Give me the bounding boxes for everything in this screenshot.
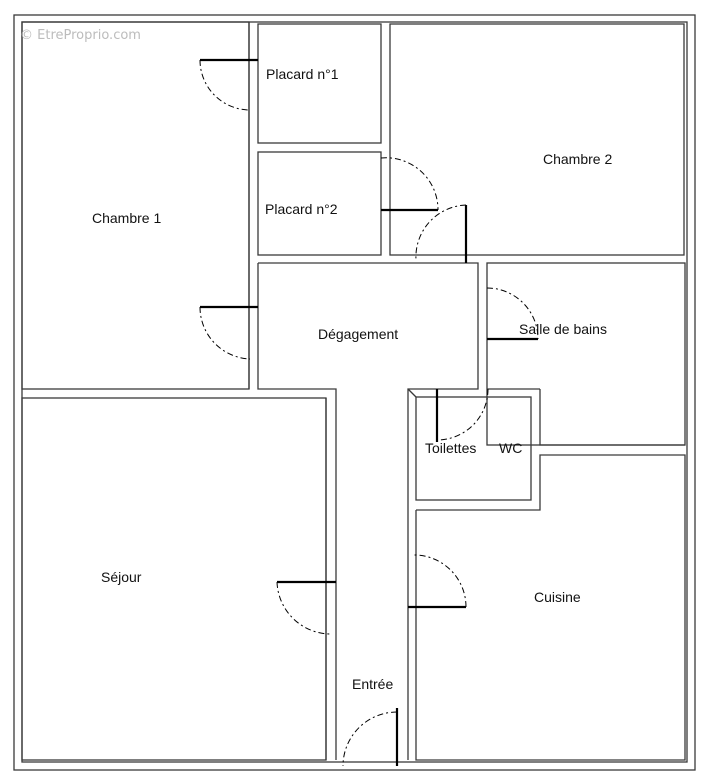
label-chambre-1: Chambre 1 [92,210,161,226]
salle-de-bains-outline [486,262,686,446]
bath-lower-wall [539,389,685,446]
label-placard-2: Placard n°2 [265,201,338,217]
placard-1-outline [257,23,382,144]
label-chambre-2: Chambre 2 [543,151,612,167]
watermark-text: © EtreProprio.com [20,28,141,43]
door-toilettes [435,388,489,442]
placard-2-outline [257,151,382,256]
label-cuisine: Cuisine [534,589,581,605]
label-placard-1: Placard n°1 [266,66,339,82]
toilettes-outline [415,396,532,501]
chambre-1-outline [21,21,250,390]
cuisine-outline [415,454,686,761]
door-chambre-2 [415,204,468,263]
chambre-2-outline [389,23,685,256]
door-chambre-1 [199,305,258,360]
degagement-outline [258,262,479,760]
label-wc: WC [499,440,522,456]
degagement-left-wall [257,263,337,760]
door-cuisine [408,554,467,609]
label-entree: Entrée [352,676,393,692]
sejour-outline [21,397,327,761]
label-toilettes: Toilettes [425,440,476,456]
label-sejour: Séjour [101,569,142,585]
outer-wall [13,14,696,771]
door-salle-de-bains [486,287,539,341]
room-walls [21,21,686,761]
label-salle-de-bains: Salle de bains [519,321,607,337]
door-placard-2 [380,157,439,212]
door-sejour [276,580,336,635]
label-degagement: Dégagement [318,326,398,342]
doors [199,58,539,767]
door-placard-1 [199,58,258,111]
door-entree [342,708,399,767]
